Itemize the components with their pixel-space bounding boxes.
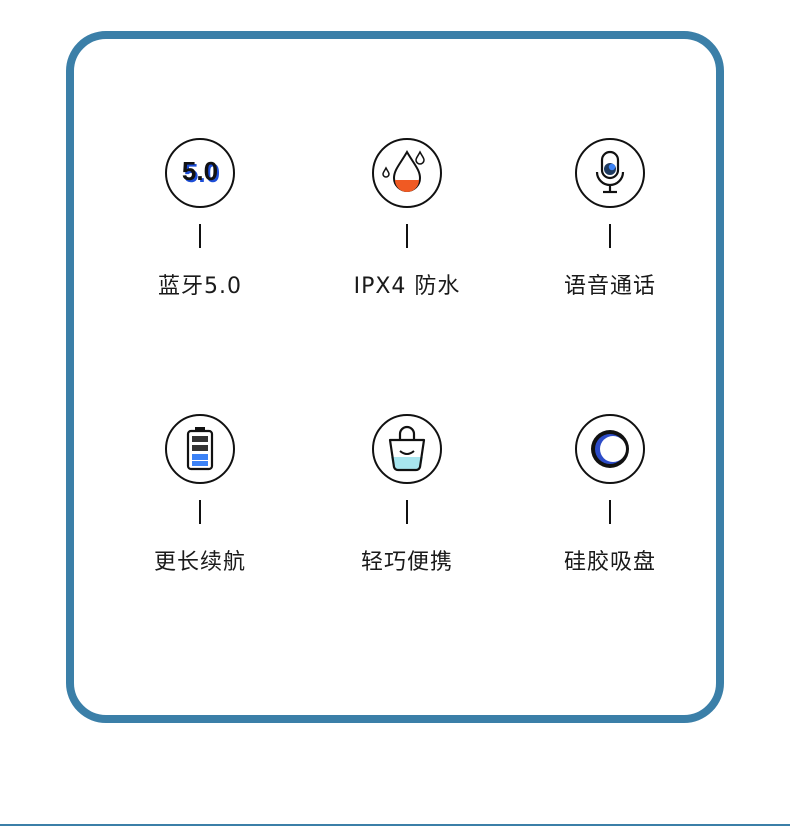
- feature-suction-cup: 硅胶吸盘: [510, 414, 710, 614]
- bottom-divider: [0, 824, 790, 826]
- feature-bluetooth: 5.0 5.0 蓝牙5.0: [100, 138, 300, 338]
- connector-line: [609, 500, 611, 524]
- suction-cup-icon: [575, 414, 645, 484]
- feature-waterproof: IPX4 防水: [307, 138, 507, 338]
- microphone-icon: [575, 138, 645, 208]
- bluetooth-5-icon: 5.0 5.0: [165, 138, 235, 208]
- connector-line: [199, 500, 201, 524]
- feature-label: 轻巧便携: [360, 550, 453, 575]
- connector-line: [406, 500, 408, 524]
- connector-line: [199, 224, 201, 248]
- feature-panel: [66, 31, 724, 723]
- feature-battery: 更长续航: [100, 414, 300, 614]
- battery-icon: [165, 414, 235, 484]
- feature-label: 更长续航: [153, 550, 246, 575]
- feature-label: IPX4 防水: [353, 274, 461, 299]
- connector-line: [406, 224, 408, 248]
- bluetooth-version-text-front: 5.0: [182, 156, 218, 186]
- water-drop-icon: [372, 138, 442, 208]
- feature-label: 蓝牙5.0: [158, 274, 242, 299]
- feature-portable: 轻巧便携: [307, 414, 507, 614]
- feature-label: 语音通话: [563, 274, 656, 299]
- bluetooth-version-text: 5.0: [184, 158, 220, 188]
- feature-voice-call: 语音通话: [510, 138, 710, 338]
- bag-icon: [372, 414, 442, 484]
- connector-line: [609, 224, 611, 248]
- feature-label: 硅胶吸盘: [563, 550, 656, 575]
